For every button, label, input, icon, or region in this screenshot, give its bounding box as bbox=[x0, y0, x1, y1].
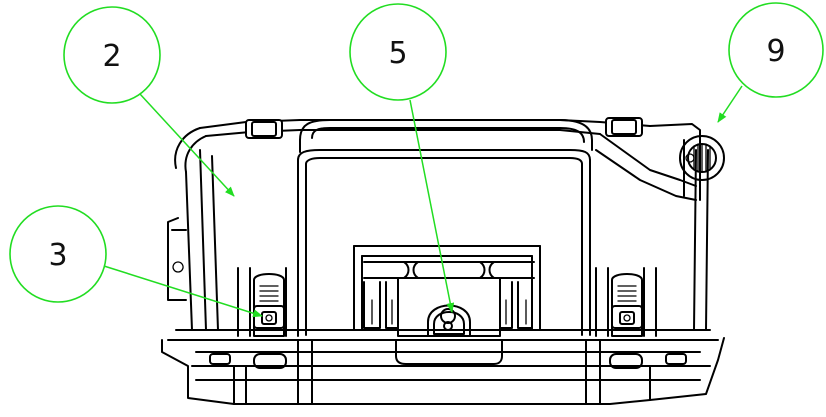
callout-2: 2 bbox=[63, 6, 235, 197]
leader-line bbox=[103, 265, 263, 318]
callout-balloon bbox=[728, 2, 824, 98]
callout-5: 5 bbox=[349, 3, 455, 313]
callout-label: 9 bbox=[766, 34, 785, 69]
callout-balloon bbox=[349, 3, 447, 101]
callout-balloon bbox=[63, 6, 161, 104]
callout-label: 5 bbox=[388, 36, 407, 71]
callout-3: 3 bbox=[9, 205, 263, 318]
right-latch bbox=[595, 267, 657, 337]
callout-9: 9 bbox=[717, 2, 824, 123]
callout-label: 3 bbox=[48, 238, 67, 273]
leader-line bbox=[139, 93, 235, 197]
callout-label: 2 bbox=[102, 39, 121, 74]
callout-balloon bbox=[9, 205, 107, 303]
leader-line bbox=[717, 85, 743, 123]
left-latch bbox=[237, 267, 299, 337]
front-handle-assembly bbox=[353, 245, 541, 337]
leader-line bbox=[409, 99, 455, 313]
